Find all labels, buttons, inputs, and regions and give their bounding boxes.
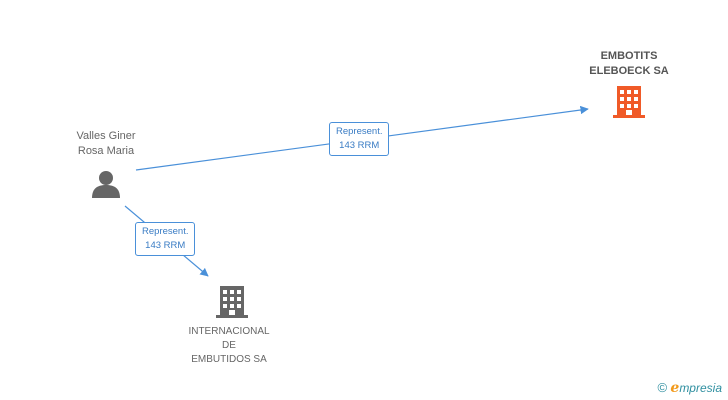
- company-internacional-line1: INTERNACIONAL: [188, 326, 270, 337]
- company-embotits-line1: EMBOTITS: [600, 50, 658, 62]
- person-name-label[interactable]: Valles Giner Rosa Maria: [56, 129, 156, 159]
- edge-label-represent-embotits: Represent. 143 RRM: [329, 122, 390, 156]
- edge-label-role: Represent.: [142, 226, 189, 237]
- edge-label-represent-internacional: Represent. 143 RRM: [135, 222, 196, 256]
- edge-label-role: Represent.: [336, 126, 383, 137]
- company-embotits-label[interactable]: EMBOTITS ELEBOECK SA: [571, 49, 687, 79]
- building-icon-internacional[interactable]: [216, 286, 248, 318]
- company-internacional-label[interactable]: INTERNACIONAL DE EMBUTIDOS SA: [174, 325, 284, 367]
- brand-name: mpresia: [679, 381, 722, 395]
- edge-label-code: 143 RRM: [145, 240, 186, 251]
- empresia-logo: © empresia: [657, 380, 722, 396]
- person-icon[interactable]: [92, 171, 120, 198]
- company-embotits-line2: ELEBOECK SA: [589, 65, 669, 77]
- edge-label-code: 143 RRM: [339, 140, 380, 151]
- company-internacional-line3: EMBUTIDOS SA: [191, 354, 267, 365]
- brand-initial: e: [670, 380, 680, 396]
- building-icon-embotits[interactable]: [613, 86, 645, 118]
- person-name-line1: Valles Giner: [76, 130, 136, 142]
- person-name-line2: Rosa Maria: [77, 145, 135, 157]
- copyright-symbol: ©: [657, 380, 668, 395]
- company-internacional-line2: DE: [222, 340, 236, 351]
